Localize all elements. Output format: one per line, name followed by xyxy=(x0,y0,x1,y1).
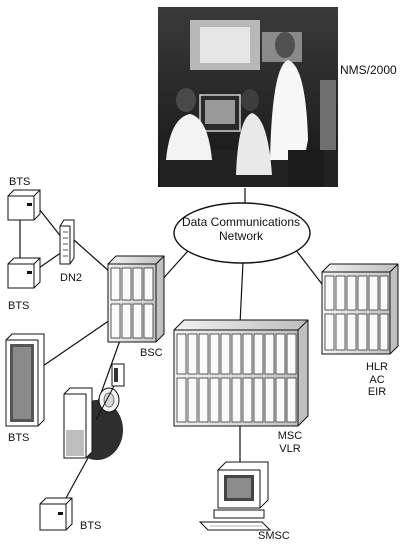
hlr-label: HLR xyxy=(360,361,394,374)
smsc-workstation xyxy=(200,462,270,530)
hlr-ac-eir-label: HLR AC EIR xyxy=(360,361,394,399)
bts-bottom-unit xyxy=(40,498,72,530)
link-network-msc xyxy=(240,262,243,324)
bsc-label: BSC xyxy=(140,347,163,360)
link-dn2-bsc xyxy=(74,240,110,272)
link-tower-bts-bottom xyxy=(66,458,88,498)
msc-vlr-rack xyxy=(174,320,308,426)
bsc-rack xyxy=(108,256,164,342)
vlr-label: VLR xyxy=(273,443,307,456)
bts-tower-unit xyxy=(64,364,124,460)
bts-top-unit xyxy=(8,190,40,220)
msc-vlr-label: MSC VLR xyxy=(273,430,307,455)
network-label-line2: Network xyxy=(174,229,308,243)
bts-rack-unit xyxy=(6,334,44,426)
dn2-unit xyxy=(60,220,74,264)
ac-label: AC xyxy=(360,374,394,387)
eir-label: EIR xyxy=(360,386,394,399)
network-label-line1: Data Communications xyxy=(174,215,308,229)
smsc-label: SMSC xyxy=(258,530,290,543)
bts-rack-label: BTS xyxy=(8,432,29,445)
bts-second-unit xyxy=(8,258,40,288)
msc-label: MSC xyxy=(273,430,307,443)
hlr-ac-eir-rack xyxy=(322,264,398,354)
bts-top-label: BTS xyxy=(9,176,30,189)
bts-second-label: BTS xyxy=(8,300,29,313)
dn2-label: DN2 xyxy=(60,272,82,285)
nms-label: NMS/2000 xyxy=(340,64,397,78)
link-bsc-bts-rack xyxy=(40,320,110,368)
bts-bottom-label: BTS xyxy=(80,520,101,533)
network-label: Data Communications Network xyxy=(174,215,308,244)
nms-photo xyxy=(158,7,338,187)
